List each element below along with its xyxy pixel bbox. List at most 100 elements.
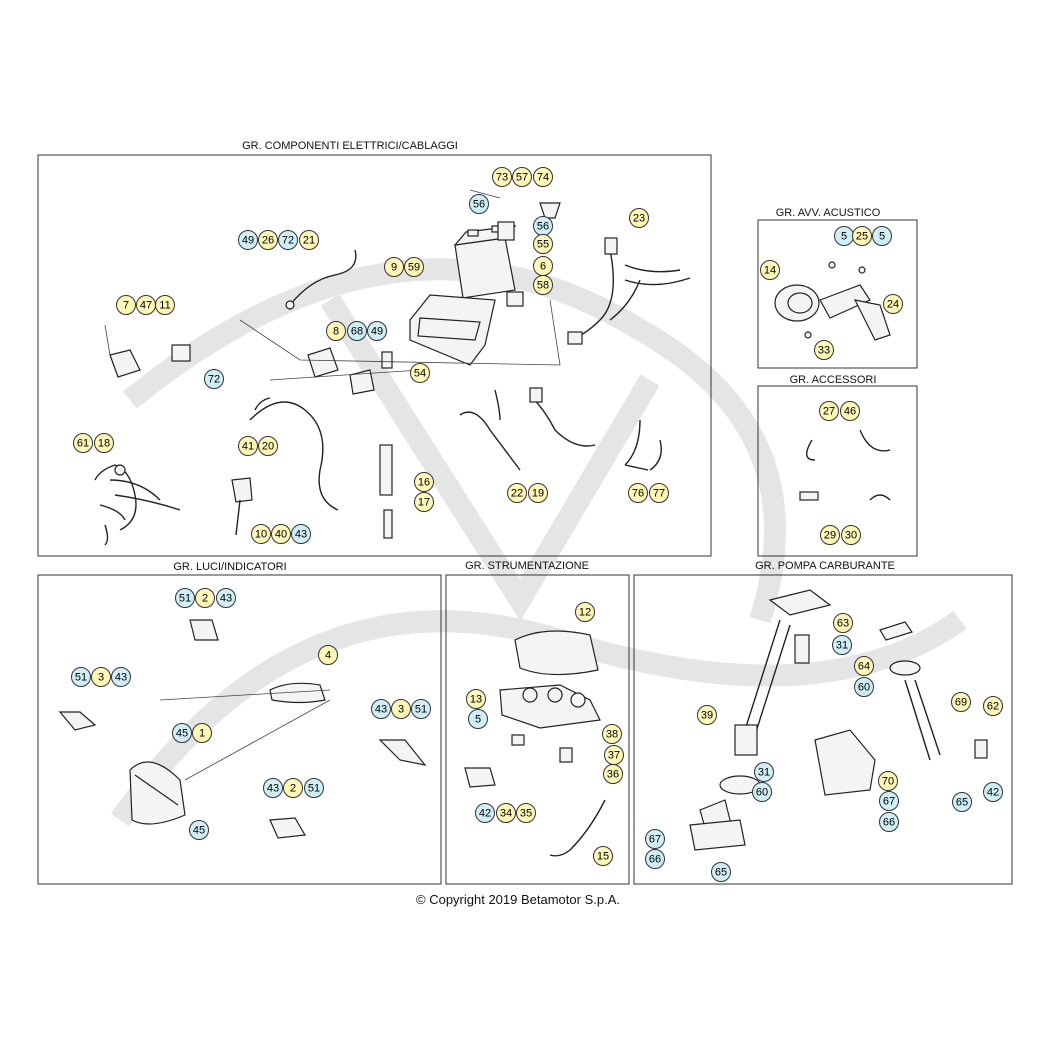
part-callout-18: 18 — [94, 433, 114, 453]
part-callout-41: 41 — [238, 436, 258, 456]
part-callout-20: 20 — [258, 436, 278, 456]
part-callout-61: 61 — [73, 433, 93, 453]
part-callout-57: 57 — [512, 167, 532, 187]
part-callout-1: 1 — [192, 723, 212, 743]
callout-number: 73 — [496, 172, 508, 184]
part-callout-65: 65 — [952, 792, 972, 812]
part-callout-51: 51 — [175, 588, 195, 608]
callout-number: 56 — [473, 199, 485, 211]
part-callout-7: 7 — [116, 295, 136, 315]
part-callout-5: 5 — [468, 709, 488, 729]
part-callout-23: 23 — [629, 208, 649, 228]
callout-number: 23 — [633, 213, 645, 225]
callout-number: 36 — [607, 769, 619, 781]
part-callout-46: 46 — [840, 401, 860, 421]
callout-number: 49 — [242, 235, 254, 247]
callout-number: 37 — [608, 750, 620, 762]
callout-number: 74 — [537, 172, 549, 184]
callout-number: 24 — [887, 299, 899, 311]
callout-number: 10 — [255, 529, 267, 541]
frame-electrical — [37, 154, 712, 557]
callout-number: 54 — [414, 368, 426, 380]
callout-number: 1 — [199, 728, 205, 740]
part-callout-56: 56 — [533, 216, 553, 236]
callout-number: 14 — [764, 265, 776, 277]
title-instruments: GR. STRUMENTAZIONE — [465, 560, 589, 572]
accessory-parts — [799, 429, 891, 501]
part-callout-27: 27 — [819, 401, 839, 421]
callout-number: 67 — [649, 834, 661, 846]
frame-instruments — [445, 574, 630, 885]
part-callout-45: 45 — [189, 820, 209, 840]
callout-number: 43 — [115, 672, 127, 684]
callout-number: 4 — [325, 650, 331, 662]
callout-number: 9 — [391, 262, 397, 274]
callout-number: 5 — [475, 714, 481, 726]
callout-number: 17 — [418, 497, 430, 509]
frame-fuel-pump — [633, 574, 1013, 885]
callout-number: 45 — [176, 728, 188, 740]
part-callout-22: 22 — [507, 483, 527, 503]
callout-number: 49 — [371, 326, 383, 338]
part-callout-43: 43 — [111, 667, 131, 687]
callout-number: 51 — [179, 593, 191, 605]
part-callout-14: 14 — [760, 260, 780, 280]
part-callout-62: 62 — [983, 696, 1003, 716]
callout-number: 8 — [333, 326, 339, 338]
part-callout-35: 35 — [516, 803, 536, 823]
callout-number: 60 — [858, 682, 870, 694]
callout-number: 46 — [844, 406, 856, 418]
part-callout-51: 51 — [71, 667, 91, 687]
part-callout-13: 13 — [466, 689, 486, 709]
part-callout-8: 8 — [326, 321, 346, 341]
callout-number: 42 — [987, 787, 999, 799]
callout-number: 7 — [123, 300, 129, 312]
callout-number: 18 — [98, 438, 110, 450]
part-callout-10: 10 — [251, 524, 271, 544]
callout-number: 38 — [606, 729, 618, 741]
part-callout-73: 73 — [492, 167, 512, 187]
callout-number: 65 — [715, 867, 727, 879]
part-callout-19: 19 — [528, 483, 548, 503]
part-callout-55: 55 — [533, 234, 553, 254]
part-callout-58: 58 — [533, 275, 553, 295]
copyright-notice: © Copyright 2019 Betamotor S.p.A. — [416, 892, 620, 907]
callout-number: 59 — [408, 262, 420, 274]
part-callout-70: 70 — [878, 771, 898, 791]
part-callout-4: 4 — [318, 645, 338, 665]
callout-number: 55 — [537, 239, 549, 251]
callout-number: 13 — [470, 694, 482, 706]
callout-number: 42 — [479, 808, 491, 820]
part-callout-5: 5 — [872, 226, 892, 246]
part-callout-12: 12 — [575, 602, 595, 622]
part-callout-65: 65 — [711, 862, 731, 882]
electrical-parts — [94, 189, 691, 546]
part-callout-67: 67 — [645, 829, 665, 849]
title-horn: GR. AVV. ACUSTICO — [776, 207, 881, 219]
part-callout-33: 33 — [814, 340, 834, 360]
part-callout-45: 45 — [172, 723, 192, 743]
callout-number: 67 — [883, 796, 895, 808]
callout-number: 43 — [375, 704, 387, 716]
frame-accessories — [757, 385, 918, 557]
part-callout-66: 66 — [645, 849, 665, 869]
part-callout-69: 69 — [951, 692, 971, 712]
callout-number: 77 — [653, 488, 665, 500]
callout-number: 25 — [856, 231, 868, 243]
callout-number: 31 — [836, 640, 848, 652]
part-callout-51: 51 — [304, 778, 324, 798]
part-callout-43: 43 — [216, 588, 236, 608]
part-callout-6: 6 — [533, 256, 553, 276]
callout-number: 22 — [511, 488, 523, 500]
callout-number: 61 — [77, 438, 89, 450]
part-callout-5: 5 — [834, 226, 854, 246]
callout-number: 41 — [242, 441, 254, 453]
part-callout-60: 60 — [752, 782, 772, 802]
callout-number: 51 — [75, 672, 87, 684]
callout-number: 62 — [987, 701, 999, 713]
part-callout-42: 42 — [475, 803, 495, 823]
part-callout-16: 16 — [414, 472, 434, 492]
part-callout-36: 36 — [603, 764, 623, 784]
part-callout-2: 2 — [283, 778, 303, 798]
